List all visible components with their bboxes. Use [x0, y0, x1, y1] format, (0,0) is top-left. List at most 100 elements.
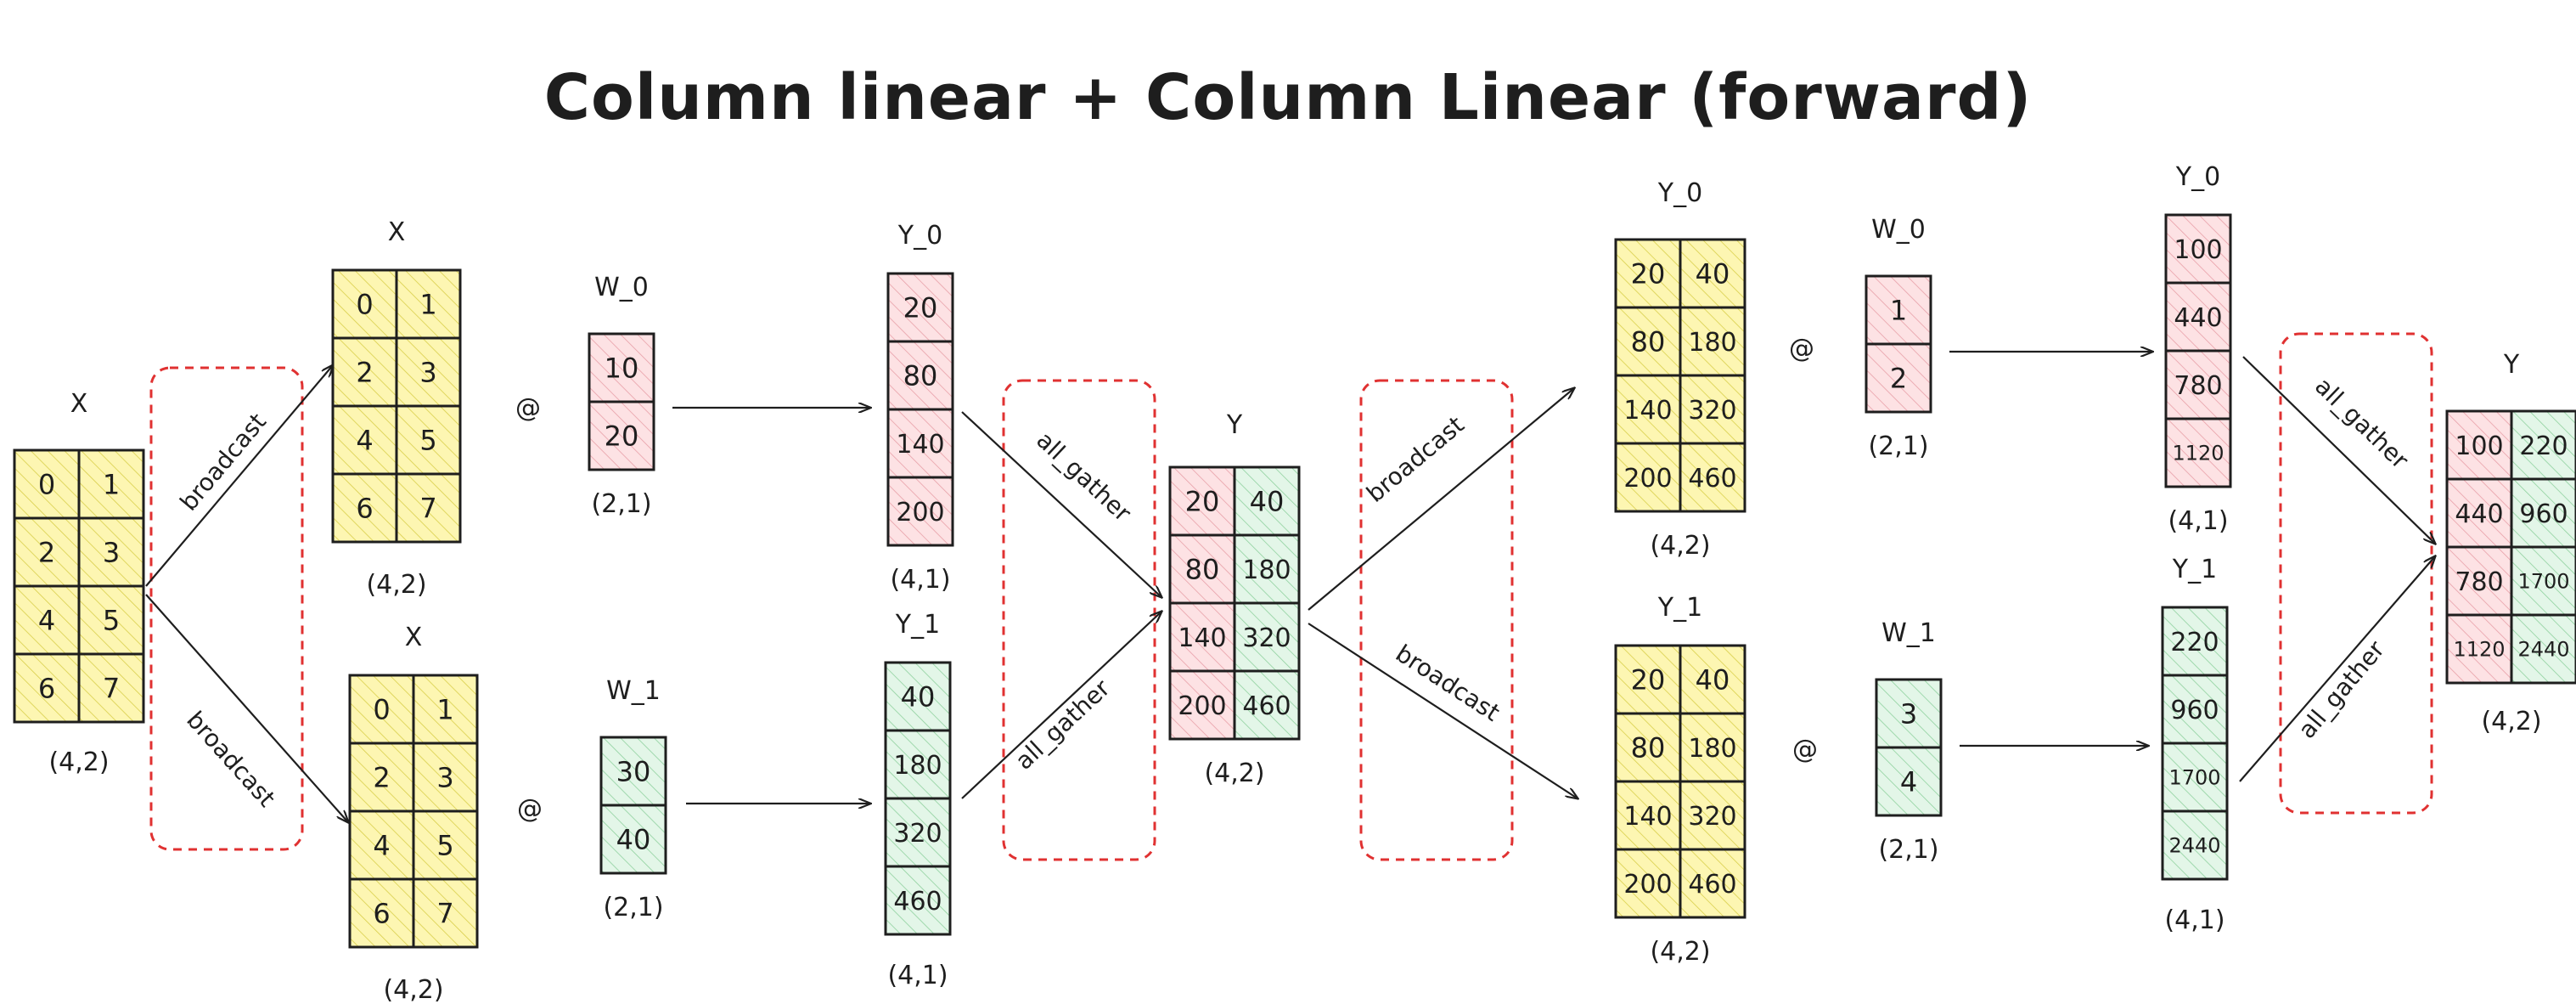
- matrix-shape-label: (4,1): [890, 565, 950, 595]
- matrix-cell-value: 3: [103, 537, 120, 569]
- matrix-name-label: Y_1: [895, 610, 940, 640]
- matrix-cell-value: 7: [436, 898, 453, 930]
- all-gather-arrow-2-top: [2242, 356, 2435, 544]
- matrix-cell: [1865, 274, 1932, 346]
- matrix-cell-value: 5: [419, 425, 436, 457]
- matrix-cell-value: 320: [893, 819, 942, 849]
- matrix-cell-value: 1: [419, 289, 436, 321]
- matrix-cell: [1233, 601, 1301, 673]
- matrix-cell: [1233, 669, 1301, 741]
- matrix-cell: [1865, 342, 1932, 414]
- matrix-cell-value: 5: [436, 830, 453, 862]
- matrix-cell: [331, 336, 398, 408]
- matrix-cell: [331, 404, 398, 476]
- matrix-shape-label: (2,1): [591, 489, 651, 519]
- matrix-cell-value: 100: [2455, 431, 2503, 461]
- matrix-cell-value: 180: [1242, 556, 1291, 585]
- matrix-cell-value: 2: [38, 537, 55, 569]
- broadcast-arrow-1-top: [145, 365, 333, 587]
- broadcast-arrow-2-bottom: [1308, 623, 1578, 798]
- matrix-cell: [588, 332, 655, 403]
- matrix-cell: [2445, 545, 2513, 617]
- matrix-w0-b: W_012(2,1): [1865, 215, 1932, 461]
- matrix-cell-value: 20: [1631, 258, 1666, 290]
- matrix-cell-value: 20: [1185, 486, 1220, 518]
- matrix-cell-value: 200: [896, 498, 944, 527]
- matmul-operator: @: [517, 794, 543, 824]
- matrix-cell: [2161, 742, 2229, 813]
- matrix-cell-value: 40: [1696, 258, 1730, 290]
- matrix-cell: [886, 340, 954, 411]
- matrix-cell-value: 7: [419, 493, 436, 525]
- matrix-shape-label: (2,1): [1868, 431, 1928, 461]
- matrix-cell: [395, 472, 462, 544]
- matrix-cell: [13, 448, 81, 520]
- matrix-cell: [412, 809, 479, 881]
- matrix-cell: [2510, 477, 2576, 549]
- matrix-cell-value: 180: [1688, 734, 1736, 764]
- all-gather-arrow-2-bottom: [2239, 556, 2435, 782]
- matrix-cell-value: 780: [2174, 371, 2222, 401]
- matrix-cell: [395, 336, 462, 408]
- matrix-cell-value: 0: [373, 694, 390, 726]
- all-gather-label-2-top: all_gather: [2309, 372, 2414, 475]
- matrix-cell-value: 320: [1688, 396, 1736, 426]
- matrix-cell: [1168, 533, 1236, 605]
- matrix-cell: [1875, 746, 1943, 817]
- matrix-shape-label: (4,1): [2164, 905, 2224, 935]
- matrix-cell: [1679, 712, 1746, 783]
- matrix-cell-value: 2: [1890, 363, 1907, 395]
- matrix-cell: [1614, 306, 1682, 377]
- matrix-cell-value: 4: [356, 425, 373, 457]
- all-gather-label-1-top: all_gather: [1031, 426, 1137, 527]
- matrix-name-label: Y: [1226, 410, 1243, 440]
- matrix-shape-label: (4,2): [1204, 759, 1264, 788]
- matrix-cell: [348, 674, 415, 745]
- matrix-cell-value: 0: [356, 289, 373, 321]
- matrix-cell-value: 1: [1890, 295, 1907, 327]
- matrix-shape-label: (4,2): [366, 570, 426, 600]
- matrix-cell-value: 40: [1696, 664, 1730, 697]
- matrix-cell: [395, 404, 462, 476]
- matrix-cell: [1679, 442, 1746, 513]
- matrix-cell-value: 1: [103, 469, 120, 501]
- matrix-shape-label: (2,1): [1878, 835, 1938, 865]
- matrix-cell-value: 10: [605, 353, 639, 385]
- matrix-shape-label: (4,1): [2168, 506, 2228, 536]
- matrix-cell: [599, 804, 667, 875]
- matrix-cell: [2445, 613, 2513, 685]
- matrix-name-label: W_1: [606, 676, 661, 706]
- matrix-name-label: X: [405, 623, 423, 652]
- matrix-cell: [1233, 533, 1301, 605]
- matrix-cell-value: 80: [1631, 326, 1666, 358]
- matrix-cell: [2161, 809, 2229, 881]
- matrix-cell-value: 460: [1242, 691, 1291, 721]
- matrix-cell-value: 80: [1185, 554, 1220, 586]
- matrix-name-label: X: [70, 389, 88, 419]
- matrix-cell-value: 440: [2174, 303, 2222, 333]
- all-gather-arrow-1-top: [961, 411, 1161, 597]
- matrix-cell: [1875, 678, 1943, 749]
- broadcast-arrow-1-bottom: [145, 594, 348, 822]
- matrix-cell: [2510, 613, 2576, 685]
- matrix-cell-value: 140: [1178, 623, 1226, 653]
- matrix-cell-value: 1700: [2168, 766, 2220, 790]
- broadcast-arrow-2-top: [1308, 388, 1574, 611]
- matrix-cell: [1233, 465, 1301, 537]
- matrix-cell-value: 40: [616, 824, 651, 856]
- matrix-cell: [886, 476, 954, 547]
- matrix-name-label: W_1: [1881, 618, 1936, 648]
- matrix-cell-value: 200: [1623, 464, 1672, 494]
- matrix-shape-label: (4,2): [48, 747, 109, 777]
- all-gather-arrow-1-bottom: [961, 612, 1161, 799]
- matrix-cell-value: 3: [419, 357, 436, 389]
- matrix-cell-value: 140: [896, 430, 944, 460]
- matrix-cell-value: 1: [436, 694, 453, 726]
- matrix-cell-value: 5: [103, 605, 120, 637]
- matrix-cell-value: 100: [2174, 235, 2222, 265]
